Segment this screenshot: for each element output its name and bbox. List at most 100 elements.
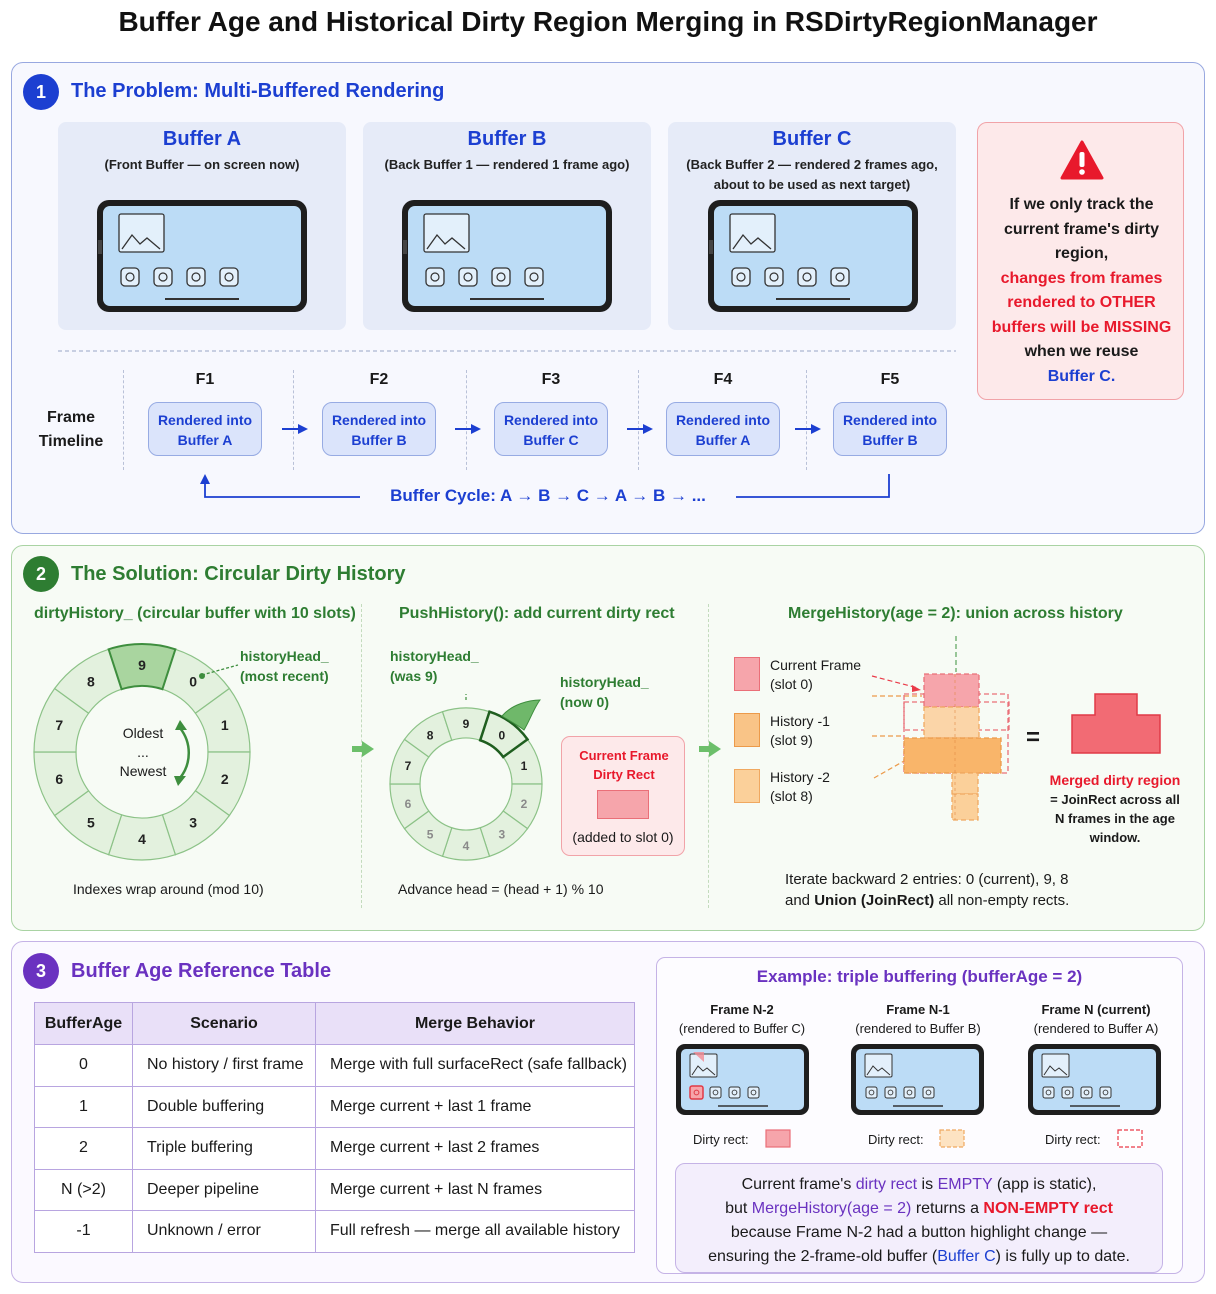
iterate-line-2-a: and [785, 892, 815, 909]
frame-f3-label: F3 [541, 371, 561, 388]
example-frame-n-name: Frame N (current) [1041, 1002, 1151, 1017]
table-cell: Merge current + last 1 frame [315, 1085, 635, 1128]
legend-current-text: Current Frame (slot 0) [770, 656, 861, 694]
merged-region-title: Merged dirty region [1049, 772, 1181, 788]
legend-current-swatch [734, 657, 760, 691]
ring-center-text: Oldest ... Newest [100, 724, 186, 781]
section-2-title: The Solution: Circular Dirty History [71, 563, 406, 585]
iterate-line-2: and Union (JoinRect) all non-empty rects… [785, 890, 1069, 911]
history-head-label: historyHead_ (most recent) [240, 646, 329, 686]
advance-caption: Advance head = (head + 1) % 10 [398, 881, 604, 897]
table-header: BufferAge [34, 1002, 133, 1045]
table-cell: Triple buffering [132, 1127, 316, 1170]
table-cell: Unknown / error [132, 1210, 316, 1253]
ring-slot-label-6: 6 [55, 771, 63, 787]
legend-history1-slot: (slot 9) [770, 732, 813, 748]
table-cell: Double buffering [132, 1085, 316, 1128]
note-line-4: ensuring the 2-frame-old buffer (Buffer … [676, 1245, 1162, 1269]
example-note-box: Current frame's dirty rect is EMPTY (app… [675, 1163, 1163, 1273]
ring-slot-9 [107, 643, 177, 691]
ring-slot-label-2: 2 [521, 797, 528, 811]
head-now-name: historyHead_ [560, 674, 649, 690]
push-history-heading: PushHistory(): add current dirty rect [399, 605, 675, 622]
frame-f1-box: Rendered into Buffer A [148, 402, 262, 456]
current-dirty-card: Current Frame Dirty Rect (added to slot … [561, 736, 685, 856]
example-frame-n1-sub: (rendered to Buffer B) [855, 1021, 981, 1036]
table-header: Scenario [132, 1002, 316, 1045]
legend-history2-slot: (slot 8) [770, 788, 813, 804]
ring-slot-label-0: 0 [499, 729, 506, 743]
buffer-a-desc: (Front Buffer — on screen now) [104, 157, 300, 172]
equals-sign: = [1026, 724, 1041, 751]
example-note-text: Current frame's dirty rect is EMPTY (app… [676, 1173, 1162, 1269]
ring-slot-label-3: 3 [499, 827, 506, 841]
ring-slot-label-9: 9 [138, 657, 146, 673]
wrap-caption: Indexes wrap around (mod 10) [73, 881, 264, 897]
warning-icon [1060, 140, 1104, 180]
note-text: NON-EMPTY rect [983, 1200, 1113, 1217]
ring-slot-label-7: 7 [405, 759, 412, 773]
merge-history-heading: MergeHistory(age = 2): union across hist… [788, 605, 1123, 622]
buffer-c-desc: (Back Buffer 2 — rendered 2 frames ago, … [686, 157, 938, 192]
ring-slot-label-1: 1 [221, 717, 229, 733]
frame-f1-label: F1 [195, 371, 215, 388]
ring-slot-label-4: 4 [463, 839, 470, 853]
ring-slot-label-7: 7 [55, 717, 63, 733]
buffer-c-name: Buffer C [772, 128, 852, 150]
head-was-sub: (was 9) [390, 668, 438, 684]
ring-center-newest: Newest [119, 763, 167, 779]
timeline-arrows [200, 424, 890, 498]
legend-history1-text: History -1 (slot 9) [770, 712, 830, 750]
note-text: MergeHistory(age = 2) [751, 1200, 912, 1217]
ring-slot-label-4: 4 [138, 831, 146, 847]
section-3-title: Buffer Age Reference Table [71, 960, 332, 982]
note-text: ) is fully up to date. [995, 1248, 1130, 1265]
table-header: Merge Behavior [315, 1002, 635, 1045]
section-1-title: The Problem: Multi-Buffered Rendering [71, 80, 445, 102]
legend-history1-name: History -1 [770, 713, 830, 729]
ring-slot-label-8: 8 [87, 674, 95, 690]
example-frame-n-label: Frame N (current) (rendered to Buffer A) [1018, 1000, 1174, 1038]
buffer-cycle-text: Buffer Cycle: A → B → C → A → B → ... [390, 486, 706, 505]
legend-history2-text: History -2 (slot 8) [770, 768, 830, 806]
frame-f2-box: Rendered into Buffer B [322, 402, 436, 456]
example-frame-n1-label: Frame N-1 (rendered to Buffer B) [842, 1000, 994, 1038]
section-1-number: 1 [23, 74, 59, 110]
frame-f4-box: Rendered into Buffer A [666, 402, 780, 456]
warning-box: If we only track the current frame's dir… [977, 122, 1184, 400]
legend-history2-swatch [734, 769, 760, 803]
ring-slot-label-2: 2 [221, 771, 229, 787]
buffer-phones-graphic [58, 199, 956, 352]
note-text: is [917, 1176, 938, 1193]
buffer-b-desc: (Back Buffer 1 — rendered 1 frame ago) [384, 157, 630, 172]
merged-region-desc: = JoinRect across all N frames in the ag… [1050, 792, 1180, 845]
frame-f4-label: F4 [713, 371, 733, 388]
iterate-note: Iterate backward 2 entries: 0 (current),… [785, 869, 1069, 911]
timeline-divider [806, 370, 807, 470]
frame-f5-label: F5 [880, 371, 900, 388]
note-text: but [725, 1200, 752, 1217]
column-divider [708, 604, 709, 908]
warning-text-4: Buffer C. [1047, 367, 1116, 385]
legend-current-name: Current Frame [770, 657, 862, 673]
column-divider [361, 604, 362, 908]
ring-slot-label-6: 6 [405, 797, 412, 811]
warning-text-1: If we only track the current frame's dir… [1004, 196, 1159, 262]
buffer-a-name: Buffer A [162, 128, 242, 150]
table-row: 2 Triple buffering Merge current + last … [34, 1127, 635, 1170]
note-line-2: but MergeHistory(age = 2) returns a NON-… [676, 1197, 1162, 1221]
head-was-name: historyHead_ [390, 648, 479, 664]
note-text: Buffer C [937, 1248, 996, 1265]
warning-text-2: changes from frames rendered to OTHER bu… [991, 269, 1172, 336]
example-frame-n1-name: Frame N-1 [886, 1002, 950, 1017]
legend-history1-swatch [734, 713, 760, 747]
current-dirty-rect [597, 790, 649, 819]
history-head-name: historyHead_ [240, 648, 329, 664]
page-title: Buffer Age and Historical Dirty Region M… [118, 6, 1098, 37]
table-cell: Merge current + last 2 frames [315, 1127, 635, 1170]
frame-f3-box: Rendered into Buffer C [494, 402, 608, 456]
dirty-rect-label-n1: Dirty rect: [868, 1132, 924, 1147]
table-cell: Full refresh — merge all available histo… [315, 1210, 635, 1253]
